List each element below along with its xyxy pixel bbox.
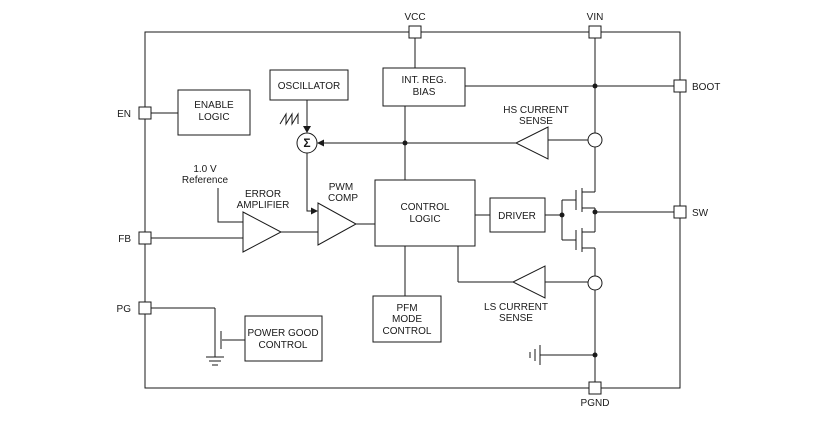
ls-mosfet — [575, 228, 583, 252]
hs-current-sense-triangle — [514, 126, 549, 160]
hs-mosfet — [575, 188, 583, 212]
oscillator-box — [269, 69, 349, 101]
power-good-label-1: POWER GOOD — [247, 328, 318, 339]
ls-current-sense-amp: LS CURRENT SENSE — [484, 265, 548, 324]
ramp-waveform-icon — [279, 112, 299, 126]
pwm-comparator-triangle — [317, 202, 358, 246]
driver-box — [489, 197, 546, 233]
enable-logic-label-1: ENABLE — [194, 100, 234, 111]
junction-dot — [402, 140, 408, 146]
power-good-control-box — [244, 315, 323, 362]
arrow-sense-to-summing — [317, 139, 324, 147]
junction-dots — [402, 83, 598, 358]
arrowheads — [303, 126, 324, 215]
pin-pgnd — [588, 381, 602, 395]
power-good-control-block: POWER GOOD CONTROL — [244, 315, 323, 362]
ls-current-sense-label-2: SENSE — [499, 313, 533, 324]
junction-dot — [592, 83, 598, 89]
sigma-symbol: Σ — [303, 136, 310, 150]
control-logic-label-2: LOGIC — [409, 214, 440, 225]
control-logic-box — [374, 179, 476, 247]
pin-vin — [588, 25, 602, 39]
junction-dot — [592, 209, 598, 215]
error-amplifier: ERROR AMPLIFIER — [237, 189, 290, 253]
pfm-label-1: PFM — [396, 303, 417, 314]
hs-current-sense-amp: HS CURRENT SENSE — [503, 105, 569, 160]
power-good-label-2: CONTROL — [259, 340, 308, 351]
enable-logic-block: ENABLE LOGIC — [177, 89, 251, 136]
pin-en — [138, 106, 152, 120]
pin-label-pgnd: PGND — [581, 398, 610, 409]
pin-label-vcc: VCC — [404, 12, 425, 23]
enable-logic-label-2: LOGIC — [198, 112, 229, 123]
arrow-summing-to-comp — [311, 207, 318, 215]
pwm-comparator: PWM COMP — [317, 182, 358, 246]
pin-fb — [138, 231, 152, 245]
pfm-mode-control-box — [372, 295, 442, 343]
pin-label-fb: FB — [118, 234, 131, 245]
pfm-mode-control-block: PFM MODE CONTROL — [372, 295, 442, 343]
junction-dot — [592, 352, 598, 358]
pin-boot — [673, 79, 687, 93]
control-logic-label-1: CONTROL — [401, 202, 450, 213]
reference-label-1: 1.0 V — [193, 164, 217, 175]
driver-label: DRIVER — [498, 211, 536, 222]
pwm-comp-label-2: COMP — [328, 193, 358, 204]
oscillator-label: OSCILLATOR — [278, 81, 340, 92]
reference-label-2: Reference — [182, 175, 229, 186]
ground-bars — [206, 356, 224, 366]
pwm-comp-label-1: PWM — [329, 182, 353, 193]
pin-label-pg: PG — [117, 304, 132, 315]
pin-vcc — [408, 25, 422, 39]
hs-sense-element — [587, 132, 603, 148]
error-amplifier-label-1: ERROR — [245, 189, 281, 200]
int-reg-bias-label-2: BIAS — [413, 87, 436, 98]
summing-node-circle — [296, 132, 318, 154]
pin-pg — [138, 301, 152, 315]
error-amplifier-triangle — [242, 211, 283, 253]
pg-ground-symbol — [206, 356, 224, 366]
pfm-label-2: MODE — [392, 314, 422, 325]
ls-current-sense-label-1: LS CURRENT — [484, 302, 548, 313]
pin-label-vin: VIN — [587, 12, 604, 23]
driver-block: DRIVER — [489, 197, 546, 233]
reference-annotation: 1.0 V Reference — [182, 164, 229, 186]
pin-label-en: EN — [117, 109, 131, 120]
wires — [151, 38, 674, 382]
pin-label-sw: SW — [692, 208, 709, 219]
analog-ground-symbol — [529, 345, 541, 365]
int-reg-bias-block: INT. REG. BIAS — [382, 67, 466, 107]
pg-mosfet — [214, 328, 222, 352]
pfm-label-3: CONTROL — [383, 326, 432, 337]
error-amplifier-label-2: AMPLIFIER — [237, 200, 290, 211]
summing-node: Σ — [296, 132, 318, 154]
control-logic-block: CONTROL LOGIC — [374, 179, 476, 247]
junction-dot — [559, 212, 565, 218]
pin-label-boot: BOOT — [692, 82, 720, 93]
pins: VCC VIN BOOT SW EN FB PG PGND — [117, 12, 721, 409]
hs-current-sense-label-2: SENSE — [519, 116, 553, 127]
arrow-osc-to-summing — [303, 126, 311, 133]
ground-bars — [529, 345, 541, 365]
oscillator-block: OSCILLATOR — [269, 69, 349, 101]
ls-current-sense-triangle — [511, 265, 546, 299]
enable-logic-box — [177, 89, 251, 136]
int-reg-bias-box — [382, 67, 466, 107]
hs-current-sense-label-1: HS CURRENT — [503, 105, 569, 116]
ls-sense-element — [587, 275, 603, 291]
int-reg-bias-label-1: INT. REG. — [401, 75, 446, 86]
pin-sw — [673, 205, 687, 219]
